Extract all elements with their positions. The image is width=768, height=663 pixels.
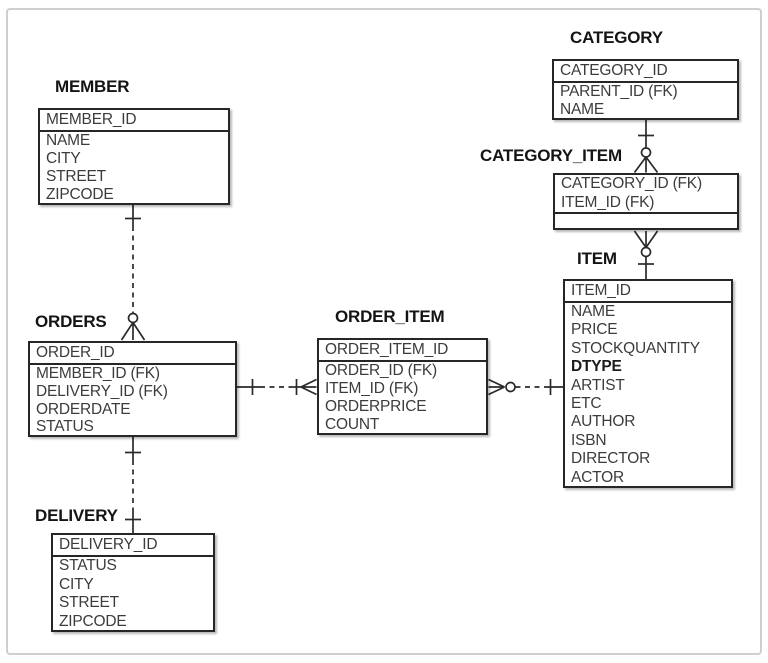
rel-member-orders (120, 205, 146, 341)
attribute-row: STOCKQUANTITY (571, 339, 700, 357)
rel-item-categoryitem (633, 230, 659, 279)
attribute-row: ITEM_ID (FK) (325, 380, 419, 397)
attribute-row: MEMBER_ID (46, 111, 137, 128)
attribute-row: STREET (46, 168, 106, 185)
attribute-row: DELIVERY_ID (59, 536, 158, 553)
entity-category-item-attrs (555, 214, 737, 228)
attribute-row: STATUS (36, 418, 94, 436)
attribute-row: ORDERDATE (36, 400, 131, 418)
rel-item-orderitem (488, 378, 563, 396)
entity-order-item-box: ORDER_ITEM_ID ORDER_ID (FK)ITEM_ID (FK)O… (317, 338, 488, 435)
attribute-row: ITEM_ID (571, 282, 631, 299)
entity-orders: ORDERS ORDER_ID MEMBER_ID (FK)DELIVERY_I… (28, 312, 237, 437)
attribute-row: DELIVERY_ID (FK) (36, 382, 168, 400)
attribute-row: ORDER_ID (FK) (325, 362, 437, 379)
entity-category: CATEGORY CATEGORY_ID PARENT_ID (FK)NAME (552, 28, 739, 120)
attribute-row: COUNT (325, 416, 380, 433)
entity-orders-pk: ORDER_ID (30, 343, 235, 365)
attribute-row: ORDERPRICE (325, 398, 427, 415)
attribute-row: CITY (59, 575, 94, 593)
attribute-row: NAME (46, 132, 90, 149)
entity-member-title: MEMBER (55, 77, 130, 96)
attribute-row: ACTOR (571, 468, 624, 486)
attribute-row: ZIPCODE (59, 612, 127, 630)
attribute-row: CITY (46, 150, 81, 167)
attribute-row: DTYPE (571, 358, 622, 376)
entity-order-item-title: ORDER_ITEM (335, 307, 445, 326)
attribute-row: ORDER_ITEM_ID (325, 341, 449, 358)
attribute-row: NAME (571, 303, 615, 320)
attribute-row: PARENT_ID (FK) (560, 83, 678, 100)
entity-item-title: ITEM (577, 249, 617, 268)
attribute-row: STREET (59, 594, 119, 611)
entity-order-item-pk: ORDER_ITEM_ID (319, 340, 486, 362)
attribute-row: MEMBER_ID (FK) (36, 365, 160, 382)
entity-category-attrs: PARENT_ID (FK)NAME (554, 83, 737, 118)
attribute-row: CATEGORY_ID (560, 62, 668, 79)
entity-category-item-pk: CATEGORY_ID (FK)ITEM_ID (FK) (555, 175, 737, 214)
entity-orders-title: ORDERS (35, 312, 107, 331)
entity-category-title: CATEGORY (570, 28, 663, 47)
entity-delivery-pk: DELIVERY_ID (53, 535, 213, 557)
attribute-row: PRICE (571, 321, 618, 339)
entity-category-item-box: CATEGORY_ID (FK)ITEM_ID (FK) (553, 173, 739, 230)
rel-orders-delivery (125, 437, 141, 533)
attribute-row: ETC (571, 395, 602, 413)
attribute-row: DIRECTOR (571, 450, 651, 468)
attribute-row: AUTHOR (571, 413, 636, 431)
entity-orders-box: ORDER_ID MEMBER_ID (FK)DELIVERY_ID (FK)O… (28, 341, 237, 437)
attribute-row: ITEM_ID (FK) (561, 193, 655, 211)
entity-category-item-title: CATEGORY_ITEM (480, 146, 622, 165)
entity-member-pk: MEMBER_ID (40, 110, 228, 132)
entity-category-pk: CATEGORY_ID (554, 61, 737, 83)
rel-orders-orderitem (237, 378, 317, 396)
attribute-row: ARTIST (571, 376, 625, 394)
attribute-row: STATUS (59, 557, 117, 574)
attribute-row: NAME (560, 100, 604, 118)
entity-order-item: ORDER_ITEM ORDER_ITEM_ID ORDER_ID (FK)IT… (317, 307, 488, 435)
entity-category-item: CATEGORY_ITEM CATEGORY_ID (FK)ITEM_ID (F… (480, 146, 739, 230)
entity-item-pk: ITEM_ID (565, 281, 731, 303)
attribute-row: CATEGORY_ID (FK) (561, 175, 702, 192)
entity-category-box: CATEGORY_ID PARENT_ID (FK)NAME (552, 59, 739, 120)
entity-delivery-title: DELIVERY (35, 506, 118, 525)
attribute-row: ORDER_ID (36, 344, 115, 361)
attribute-row: ZIPCODE (46, 186, 114, 203)
attribute-row: ISBN (571, 431, 607, 449)
rel-category-categoryitem (633, 120, 659, 174)
